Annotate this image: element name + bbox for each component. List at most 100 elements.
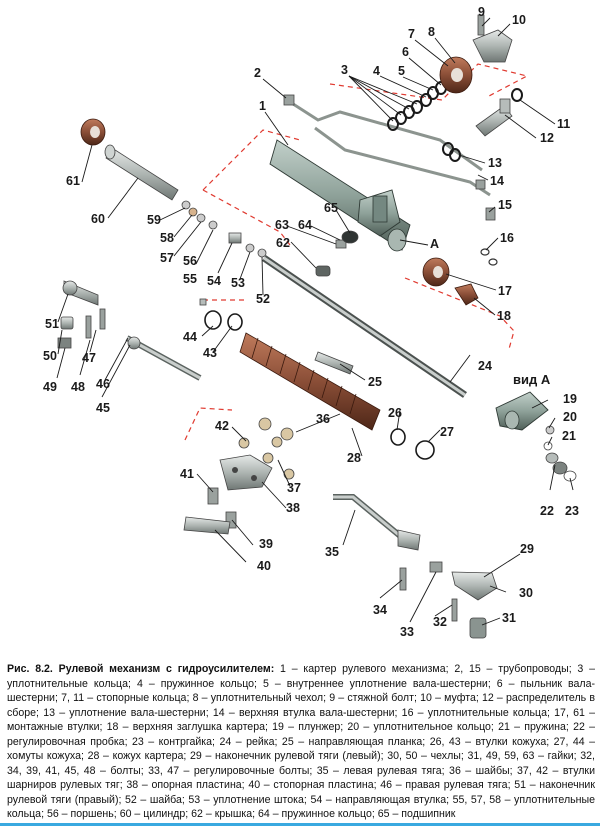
view-a-title: вид А [513,372,551,387]
support-plate [219,454,273,491]
cylinder [104,144,179,201]
part-label-21: 21 [562,429,576,443]
boot-8 [439,56,473,94]
part-label-31: 31 [502,611,516,625]
small-rings-16 [480,248,498,266]
cap-62-nut-63 [315,230,359,277]
caption-body: 1 – картер рулевого механизма; 2, 15 – т… [7,663,596,820]
part-label-12: 12 [540,131,554,145]
part-label-5: 5 [398,64,405,78]
coupling-10 [472,14,513,63]
piston-seal-stack [181,200,267,258]
part-label-15: 15 [498,198,512,212]
part-label-46: 46 [96,377,110,391]
part-label-55: 55 [183,272,197,286]
caption-title: Рис. 8.2. Рулевой механизм с гидроусилит… [7,663,275,675]
part-label-39: 39 [259,537,273,551]
part-label-58: 58 [160,231,174,245]
part-label-60: 60 [91,212,105,226]
part-label-50: 50 [43,349,57,363]
part-label-8: 8 [428,25,435,39]
upper-plug-18 [454,283,479,306]
part-label-2: 2 [254,66,261,80]
view-a-housing [495,391,549,431]
part-label-37: 37 [287,481,301,495]
boot-clamps [204,310,435,460]
joint-bushes [238,417,295,480]
part-label-27: 27 [440,425,454,439]
part-label-22: 22 [540,504,554,518]
mounting-bush-61 [80,118,106,146]
bottom-rule [0,823,600,826]
guide-plate-25 [314,351,354,375]
small-bolts-left [85,298,207,339]
lock-plate [183,516,231,535]
part-label-4: 4 [373,64,380,78]
part-label-30: 30 [519,586,533,600]
right-tie-rod [125,335,202,381]
part-label-41: 41 [180,467,194,481]
part-label-59: 59 [147,213,161,227]
steering-gear-housing [269,139,411,252]
pipe-fittings [283,94,496,221]
figure-caption: Рис. 8.2. Рулевой механизм с гидроусилит… [7,662,595,822]
mounting-bush-17 [422,257,450,287]
left-tie-rod [333,494,421,551]
part-label-64: 64 [298,218,312,232]
part-label-10: 10 [512,13,526,27]
part-label-43: 43 [203,346,217,360]
part-label-38: 38 [286,501,300,515]
housing-boot [239,332,381,431]
part-number-labels: 1 2 3 4 5 6 7 8 9 10 11 12 13 14 15 16 1… [43,5,579,639]
part-label-14: 14 [490,174,504,188]
part-label-7: 7 [408,27,415,41]
part-label-34: 34 [373,603,387,617]
part-label-16: 16 [500,231,514,245]
part-label-47: 47 [82,351,96,365]
right-tie-rod-end [57,280,99,349]
part-label-29: 29 [520,542,534,556]
part-label-24: 24 [478,359,492,373]
part-label-62: 62 [276,236,290,250]
part-label-51: 51 [45,317,59,331]
part-label-33: 33 [400,625,414,639]
part-label-1: 1 [259,99,266,113]
part-label-9: 9 [478,5,485,19]
part-label-65: 65 [324,201,338,215]
assembly-outline [184,63,529,441]
part-label-54: 54 [207,274,221,288]
part-label-11: 11 [557,117,570,131]
part-label-45: 45 [96,401,110,415]
part-label-28: 28 [347,451,361,465]
left-tie-rod-end [451,571,498,639]
rack [262,255,467,398]
part-label-53: 53 [231,276,245,290]
part-label-40: 40 [257,559,271,573]
part-label-42: 42 [215,419,229,433]
part-label-44: 44 [183,330,197,344]
part-label-57: 57 [160,251,174,265]
leader-lines [56,17,574,626]
part-label-20: 20 [563,410,577,424]
view-a-parts [543,425,577,482]
part-label-6: 6 [402,45,409,59]
part-label-26: 26 [388,406,402,420]
part-label-19: 19 [563,392,577,406]
view-a-mark: А [430,237,439,251]
exploded-diagram: 1 2 3 4 5 6 7 8 9 10 11 12 13 14 15 16 1… [43,5,579,639]
part-label-3: 3 [341,63,348,77]
part-label-25: 25 [368,375,382,389]
part-label-61: 61 [66,174,80,188]
part-label-63: 63 [275,218,289,232]
part-label-32: 32 [433,615,447,629]
part-label-18: 18 [497,309,511,323]
part-label-13: 13 [488,156,502,170]
part-label-17: 17 [498,284,512,298]
part-label-52: 52 [256,292,270,306]
bolts-lower [207,487,458,622]
part-label-23: 23 [565,504,579,518]
part-label-36: 36 [316,412,330,426]
part-label-49: 49 [43,380,57,394]
part-label-35: 35 [325,545,339,559]
distributor [475,98,513,137]
